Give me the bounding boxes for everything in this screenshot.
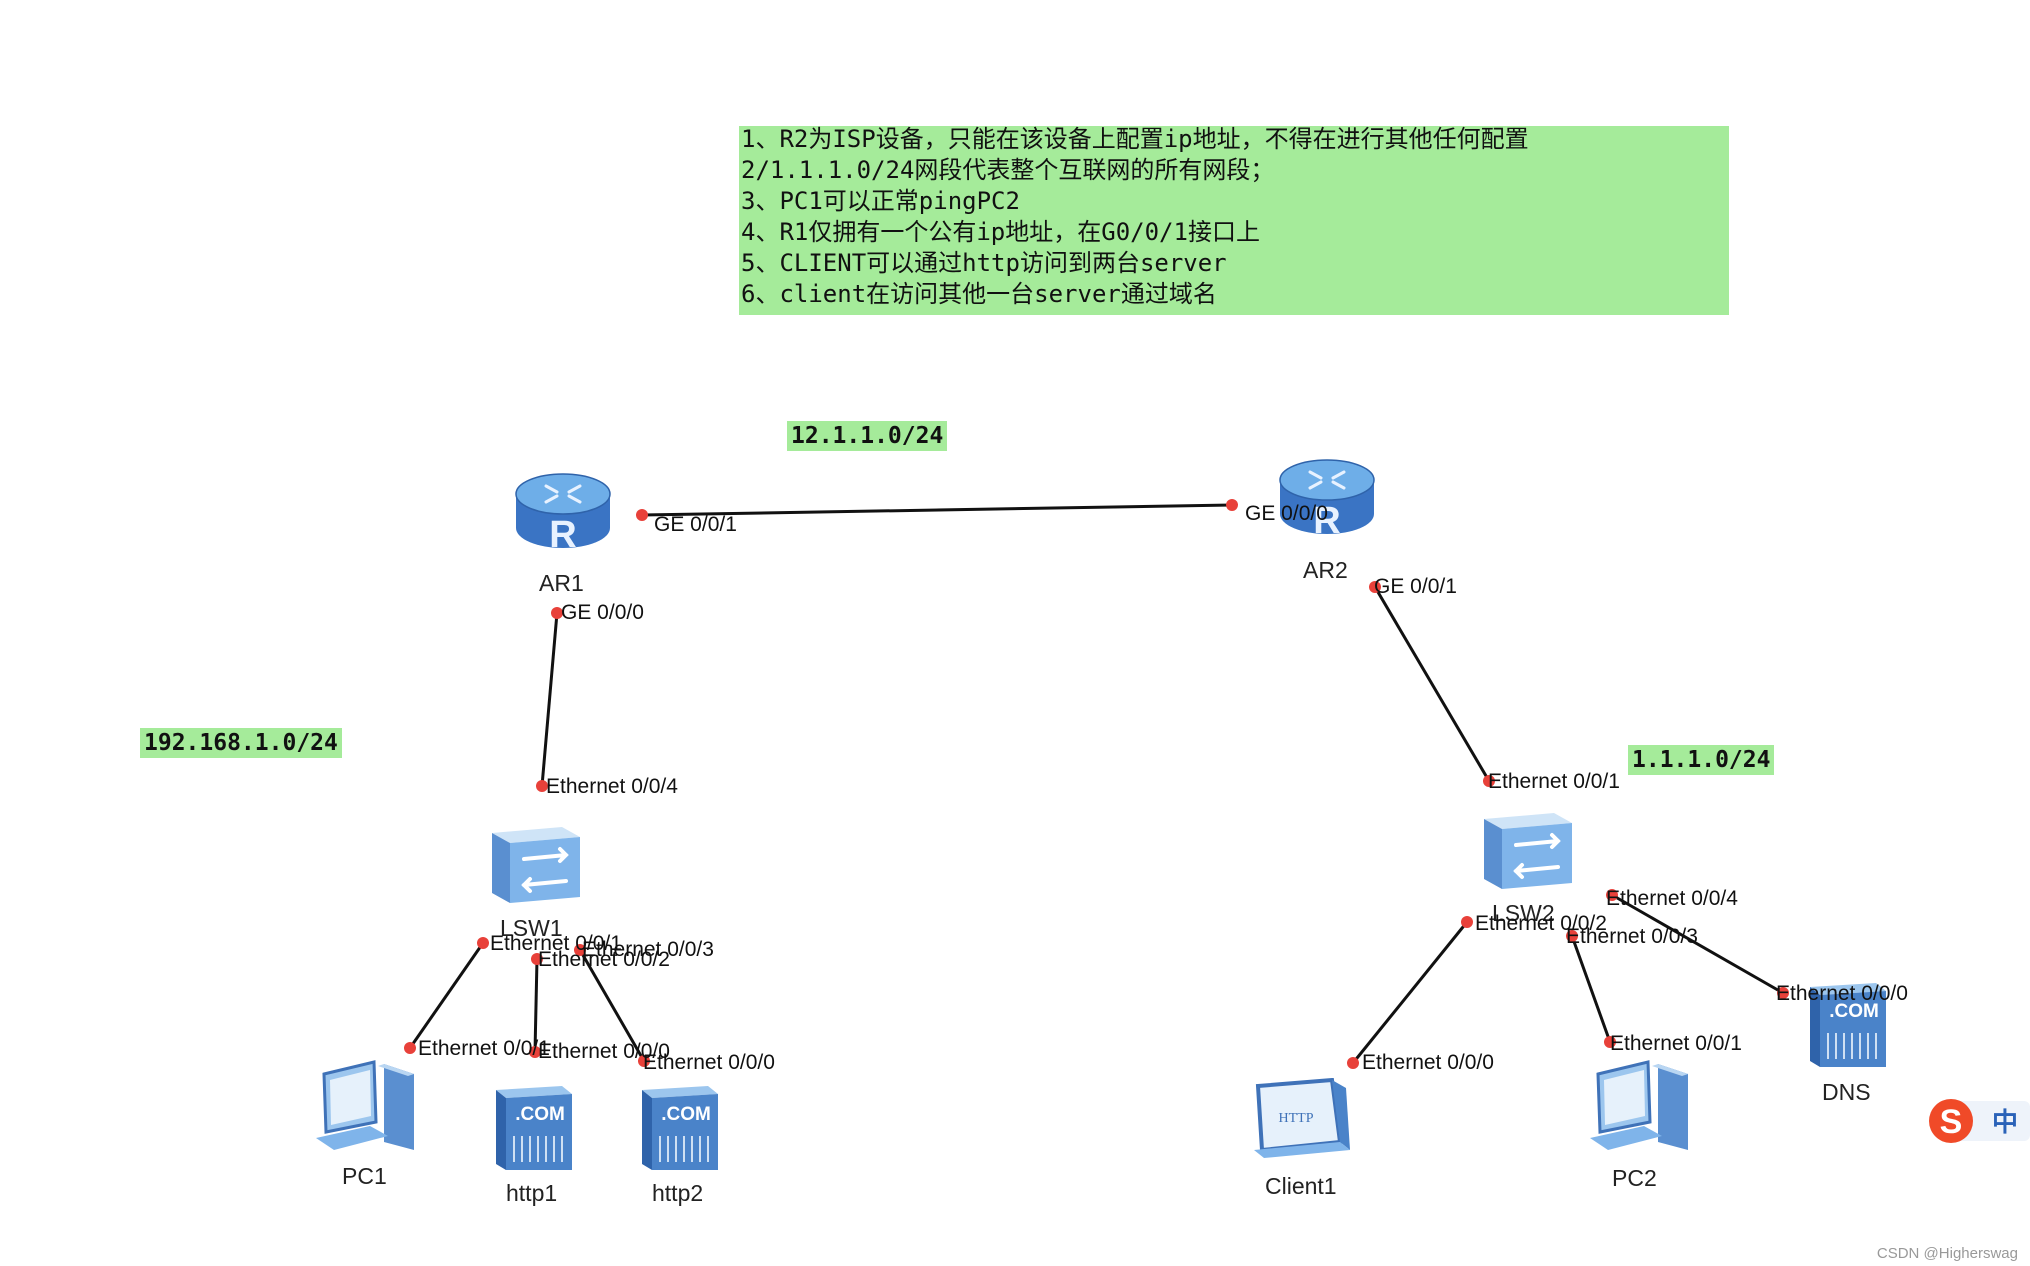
port-label: Ethernet 0/0/0 [643, 1051, 775, 1074]
port-label: GE 0/0/1 [1374, 575, 1457, 598]
svg-text:S: S [1940, 1103, 1963, 1141]
server-icon[interactable]: .COM [1806, 977, 1890, 1069]
port-dot [636, 509, 648, 521]
pc-icon[interactable] [1584, 1058, 1694, 1158]
port-label: GE 0/0/1 [654, 513, 737, 536]
port-label: Ethernet 0/0/1 [490, 932, 622, 955]
port-label: Ethernet 0/0/4 [546, 775, 678, 798]
device-label-ar2: AR2 [1303, 557, 1348, 583]
requirements-note: 1、R2为ISP设备，只能在该设备上配置ip地址，不得在进行其他任何配置 2/1… [739, 125, 1729, 315]
router-icon[interactable]: R [512, 464, 614, 556]
port-dot [1606, 889, 1618, 901]
port-dot [1604, 1036, 1616, 1048]
input-method-icon[interactable]: S 中 [1923, 1093, 2030, 1147]
switch-icon[interactable] [1482, 805, 1574, 891]
requirement-6: 6、client在访问其他一台server通过域名 [741, 280, 1217, 308]
port-dot [536, 780, 548, 792]
port-label: Ethernet 0/0/0 [1776, 982, 1908, 1005]
port-dot [1566, 930, 1578, 942]
device-label-lsw2: LSW2 [1492, 900, 1555, 926]
link-lsw1-http2 [578, 949, 646, 1062]
port-dot [531, 953, 543, 965]
port-label: Ethernet 0/0/3 [582, 938, 714, 961]
device-label-pc2: PC2 [1612, 1165, 1657, 1191]
svg-text:HTTP: HTTP [1279, 1111, 1314, 1126]
port-dot [1347, 1057, 1359, 1069]
port-dot [1777, 987, 1789, 999]
device-label-ar1: AR1 [539, 570, 584, 596]
requirement-1: 1、R2为ISP设备，只能在该设备上配置ip地址，不得在进行其他任何配置 [741, 125, 1529, 153]
subnet-label-internet: 1.1.1.0/24 [1628, 745, 1775, 775]
link-ar1-ar2 [641, 503, 1233, 517]
svg-text:R: R [1313, 500, 1340, 542]
pc-icon[interactable] [310, 1058, 420, 1158]
requirement-5: 5、CLIENT可以通过http访问到两台server [741, 249, 1227, 277]
port-dot [1226, 499, 1238, 511]
port-dot [477, 937, 489, 949]
port-label: Ethernet 0/0/2 [1475, 912, 1607, 935]
link-ar2-lsw2 [1373, 586, 1491, 782]
requirement-4: 4、R1仅拥有一个公有ip地址，在G0/0/1接口上 [741, 218, 1260, 246]
client-icon[interactable]: HTTP [1250, 1078, 1352, 1160]
device-label-http1: http1 [506, 1180, 558, 1206]
port-dot [551, 607, 563, 619]
subnet-label-lan: 192.168.1.0/24 [140, 728, 342, 758]
device-label-client1: Client1 [1265, 1173, 1337, 1199]
port-dot [1369, 581, 1381, 593]
requirement-3: 3、PC1可以正常pingPC2 [741, 187, 1020, 215]
port-dot [574, 944, 586, 956]
requirement-2: 2/1.1.1.0/24网段代表整个互联网的所有网段； [741, 156, 1275, 184]
link-lsw1-http1 [533, 958, 539, 1053]
svg-text:.COM: .COM [1829, 1001, 1879, 1022]
port-label: GE 0/0/0 [561, 601, 644, 624]
link-lsw2-dns [1611, 893, 1784, 995]
port-label: Ethernet 0/0/0 [538, 1040, 670, 1063]
port-label: Ethernet 0/0/4 [1606, 887, 1738, 910]
port-label: Ethernet 0/0/2 [538, 948, 670, 971]
link-lsw2-client1 [1351, 921, 1469, 1064]
port-label: GE 0/0/0 [1245, 502, 1328, 525]
svg-text:.COM: .COM [515, 1104, 565, 1125]
port-dot [638, 1055, 650, 1067]
link-ar1-lsw1 [540, 612, 559, 787]
port-label: Ethernet 0/0/1 [1488, 770, 1620, 793]
port-dot [1461, 916, 1473, 928]
svg-text:中: 中 [1992, 1108, 2018, 1138]
device-label-http2: http2 [652, 1180, 704, 1206]
port-label: Ethernet 0/0/1 [1610, 1032, 1742, 1055]
router-icon[interactable]: R [1276, 450, 1378, 542]
subnet-label-wan: 12.1.1.0/24 [787, 421, 948, 451]
port-dot [529, 1046, 541, 1058]
watermark: CSDN @Higherswag [1876, 1245, 2018, 1262]
server-icon[interactable]: .COM [492, 1080, 576, 1172]
port-label: Ethernet 0/0/3 [1566, 925, 1698, 948]
svg-text:.COM: .COM [661, 1104, 711, 1125]
port-dot [404, 1042, 416, 1054]
svg-text:R: R [549, 514, 576, 556]
device-label-pc1: PC1 [342, 1163, 387, 1189]
server-icon[interactable]: .COM [638, 1080, 722, 1172]
switch-icon[interactable] [490, 819, 582, 905]
device-label-lsw1: LSW1 [500, 915, 563, 941]
link-lsw1-pc1 [408, 942, 485, 1049]
port-label: Ethernet 0/0/0 [1362, 1051, 1494, 1074]
port-dot [1483, 775, 1495, 787]
port-label: Ethernet 0/0/1 [418, 1037, 550, 1060]
device-label-dns: DNS [1822, 1079, 1871, 1105]
link-lsw2-pc2 [1570, 935, 1612, 1043]
